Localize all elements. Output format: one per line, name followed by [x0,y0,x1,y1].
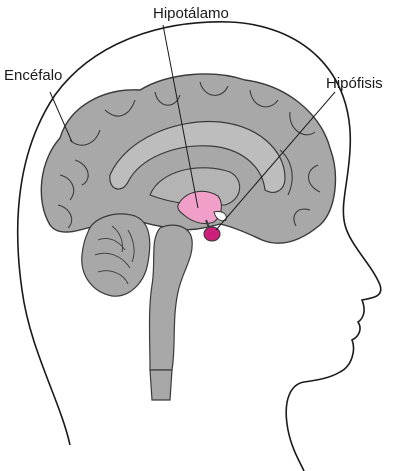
cerebellum-folds [94,225,135,285]
leader-line-hypothalamus [162,24,199,209]
optic-chiasm [213,211,227,222]
hypothalamus [177,190,223,225]
label-pituitary: Hipófisis [326,75,383,92]
brain-gyri [57,81,321,229]
corpus-callosum [109,120,286,193]
leader-line-pituitary [215,91,336,231]
leader-line-brain [49,91,73,143]
label-brain: Encéfalo [4,67,62,84]
brainstem [148,224,193,371]
pituitary-gland [203,226,221,242]
head-outline [16,21,382,471]
cerebellum [81,213,151,297]
label-hypothalamus: Hipotálamo [153,5,229,22]
spinal-cord [149,369,173,401]
